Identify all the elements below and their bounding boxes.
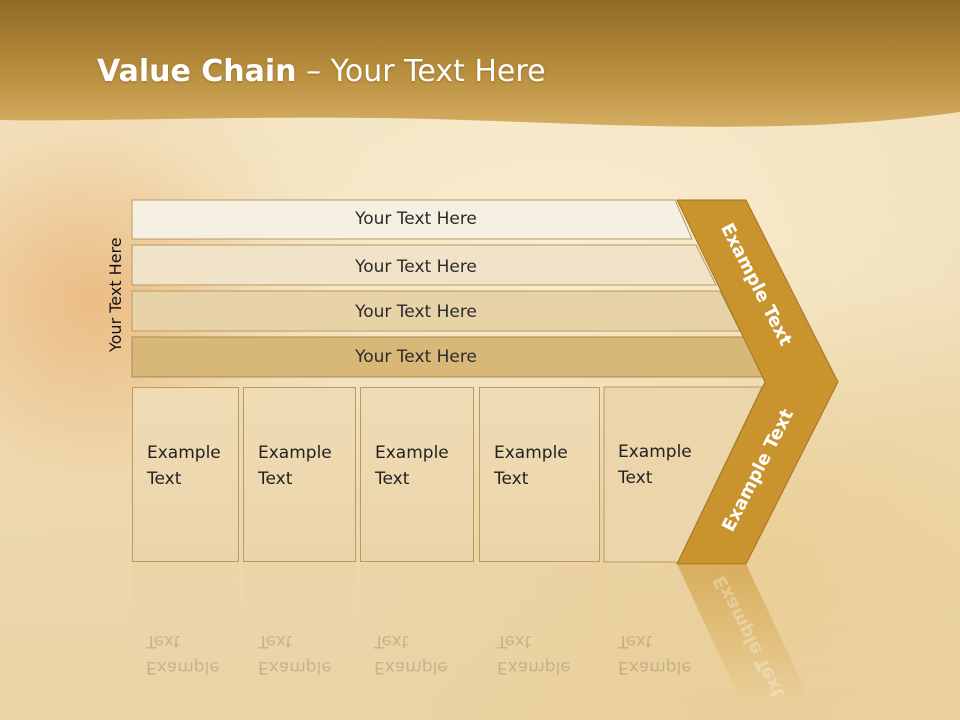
- bar-2-label: Your Text Here: [355, 257, 477, 277]
- column-1-line-2: Text: [147, 469, 182, 489]
- column-4-reflection-line-1: Example: [497, 657, 571, 677]
- column-2-reflection-text: Example Text: [258, 628, 332, 680]
- bar-4-label: Your Text Here: [355, 347, 477, 367]
- column-5-reflection-text: Example Text: [618, 628, 692, 680]
- title-rest: – Your Text Here: [296, 54, 546, 89]
- column-4-reflection-line-2: Text: [497, 631, 532, 651]
- column-3-reflection-line-2: Text: [374, 631, 409, 651]
- column-5-line-1: Example: [618, 442, 692, 462]
- column-1-reflection-line-1: Example: [146, 657, 220, 677]
- column-2-reflection: [243, 564, 355, 704]
- column-3-reflection: [360, 564, 473, 704]
- column-1-reflection-text: Example Text: [146, 628, 220, 680]
- bar-1-shape: [131, 199, 693, 240]
- column-5-reflection: [604, 564, 740, 704]
- column-2-reflection-line-1: Example: [258, 657, 332, 677]
- bar-1-label: Your Text Here: [355, 209, 477, 229]
- arrow-reflection: [677, 564, 812, 704]
- column-1-line-1: Example: [147, 443, 221, 463]
- column-4-line-2: Text: [494, 469, 529, 489]
- column-2-reflection-line-2: Text: [258, 631, 293, 651]
- column-2-line-1: Example: [258, 443, 332, 463]
- column-4-reflection-text: Example Text: [497, 628, 571, 680]
- title-band: Value Chain – Your Text Here: [0, 0, 960, 140]
- column-3-reflection-text: Example Text: [374, 628, 448, 680]
- column-1-reflection-line-2: Text: [146, 631, 181, 651]
- column-2-line-2: Text: [258, 469, 293, 489]
- bar-2-shape: [131, 244, 717, 286]
- column-3-line-2: Text: [375, 469, 410, 489]
- title-band-shape: [0, 0, 960, 127]
- column-3-reflection-line-1: Example: [374, 657, 448, 677]
- bar-3-label: Your Text Here: [355, 302, 477, 322]
- column-4-reflection: [479, 564, 599, 704]
- column-5-line-2: Text: [618, 468, 653, 488]
- slide-title: Value Chain – Your Text Here: [97, 54, 546, 89]
- column-3-line-1: Example: [375, 443, 449, 463]
- column-5-reflection-line-1: Example: [618, 657, 692, 677]
- column-1-reflection: [132, 564, 238, 704]
- column-5-reflection-line-2: Text: [618, 631, 653, 651]
- title-bold: Value Chain: [97, 54, 297, 89]
- column-4-line-1: Example: [494, 443, 568, 463]
